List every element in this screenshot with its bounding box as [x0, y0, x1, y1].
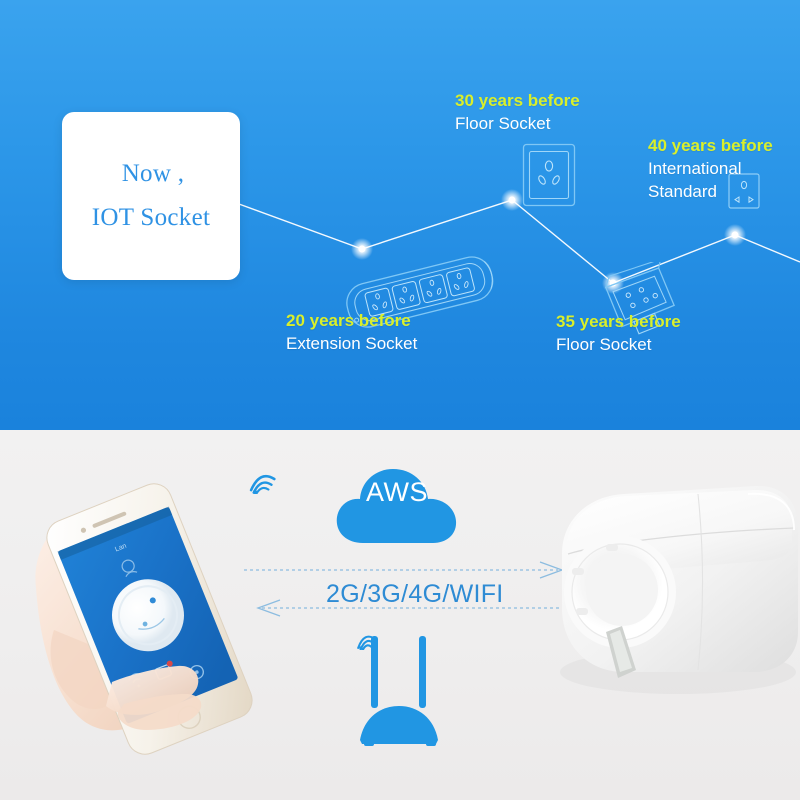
- timeline-name-35: Floor Socket: [556, 335, 652, 354]
- hand-holding-smartphone: Lan: [35, 483, 253, 755]
- timeline-label-35-years: 35 years before Floor Socket: [556, 311, 681, 356]
- international-socket-icon: [728, 173, 760, 209]
- svg-text:Lan: Lan: [114, 543, 128, 554]
- timeline-label-30-years: 30 years before Floor Socket: [455, 90, 580, 135]
- floor-box-socket-icon: [604, 262, 675, 335]
- extension-socket-icon: [346, 256, 494, 328]
- now-card-line-1: Now ,: [121, 160, 185, 187]
- timeline-years-30: 30 years before: [455, 91, 580, 110]
- timeline-name-40-line2: Standard: [648, 182, 717, 201]
- aws-cloud-icon: [336, 469, 457, 543]
- timeline-years-20: 20 years before: [286, 311, 411, 330]
- floor-socket-icon: [522, 143, 576, 207]
- network-types-label: 2G/3G/4G/WIFI: [326, 580, 504, 608]
- timeline-connector-graph: [351, 189, 746, 294]
- now-card-line-2: IOT Socket: [91, 204, 211, 231]
- now-iot-socket-card: Now , IOT Socket: [62, 112, 240, 280]
- timeline-name-30: Floor Socket: [455, 114, 551, 133]
- timeline-label-40-years: 40 years before International Standard: [648, 135, 773, 203]
- timeline-years-35: 35 years before: [556, 312, 681, 331]
- wifi-icon-phone: [249, 474, 276, 494]
- timeline-years-40: 40 years before: [648, 136, 773, 155]
- timeline-name-20: Extension Socket: [286, 334, 418, 353]
- timeline-label-20-years: 20 years before Extension Socket: [286, 310, 417, 355]
- timeline-panel: Now , IOT Socket 30 years before Floor S…: [0, 0, 800, 430]
- white-smart-plug: [560, 485, 798, 694]
- wifi-router-icon: [360, 636, 438, 746]
- wifi-icon-router: [357, 635, 377, 650]
- timeline-name-40-line1: International: [648, 159, 742, 178]
- aws-cloud-label: AWS: [366, 477, 428, 507]
